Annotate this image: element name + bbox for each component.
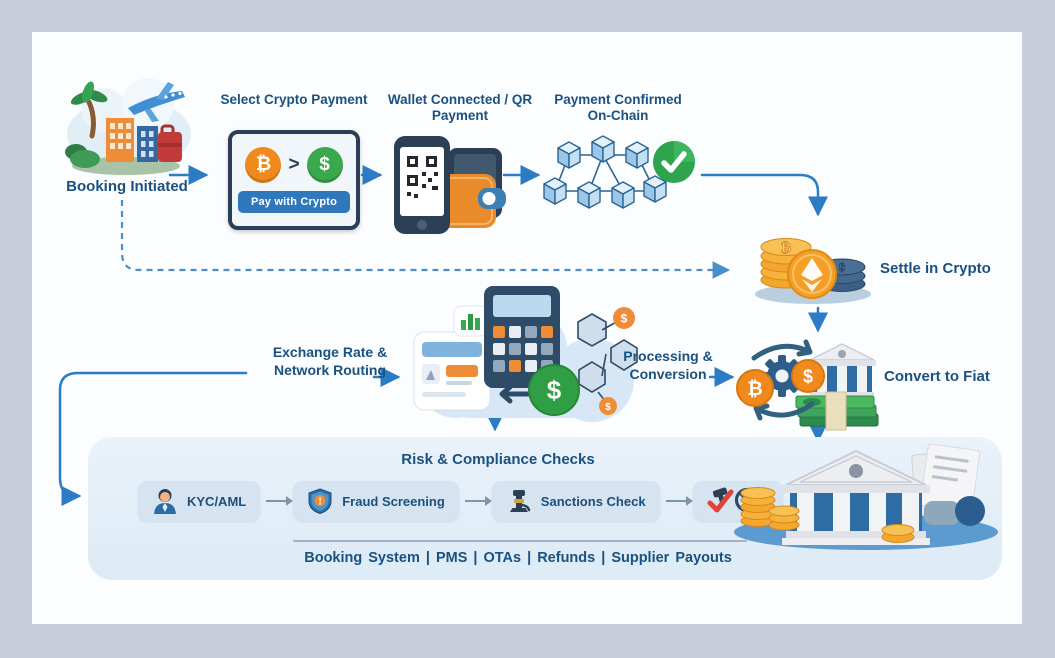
check-icon — [653, 141, 695, 183]
node-dollar-glyph: $ — [621, 312, 628, 326]
bitcoin-coin-icon: ₿ — [736, 369, 774, 407]
processing-label: Processing & Conversion — [623, 348, 713, 382]
crypto-fiat-cycle-icon: ₿ $ — [736, 339, 825, 421]
printer-icon — [924, 501, 960, 525]
dollar-coin-icon: $ — [791, 359, 825, 393]
check-kyc-aml: KYC/AML — [138, 481, 261, 521]
chart-disc-icon — [955, 496, 985, 526]
bitcoin-icon: ₿ — [245, 147, 282, 183]
bitcoin-glyph: ₿ — [747, 379, 762, 400]
hotel-buildings-icon — [106, 118, 158, 162]
node-dollar-glyph-2: $ — [605, 402, 611, 413]
dashboard-card-icon — [413, 331, 491, 411]
arrow-exchange-loop — [58, 371, 248, 506]
gavel-icon — [509, 490, 531, 512]
compliance-title: Risk & Compliance Checks — [401, 451, 595, 468]
convert-to-fiat-label: Convert to Fiat — [884, 368, 990, 385]
plane-icon — [128, 82, 185, 122]
wallet-icon — [438, 148, 506, 228]
travel-illustration — [62, 74, 196, 178]
eth-coin-icon — [787, 249, 837, 299]
check-arrow — [266, 496, 294, 506]
green-dollar-glyph: $ — [547, 375, 562, 405]
check-label: Sanctions Check — [540, 493, 646, 509]
approve-gavel-icon — [707, 487, 734, 513]
bitcoin-glyph: ₿ — [781, 240, 792, 255]
exchange-rate-label: Exchange Rate & Network Routing — [272, 344, 388, 378]
check-label: Fraud Screening — [342, 493, 445, 509]
cash-stack-icon — [795, 391, 879, 431]
suitcase-icon — [158, 124, 182, 162]
crypto-payment-card: ₿ > $ Pay with Crypto — [228, 130, 360, 230]
network-nodes-icon: $ $ — [577, 307, 638, 415]
wallet-heading: Wallet Connected / QR Payment — [387, 92, 533, 123]
coin-stack-right-icon — [881, 524, 915, 543]
phone-qr-wallet-illustration — [390, 132, 506, 236]
person-icon — [154, 489, 176, 514]
shield-icon: ! — [308, 488, 332, 515]
compliance-panel: Risk & Compliance Checks KYC/AML — [88, 437, 1002, 580]
bank-settlement-illustration — [732, 443, 1000, 551]
check-arrow — [464, 496, 492, 506]
diagram-canvas: Booking Initiated Select Crypto Payment … — [32, 32, 1022, 624]
dollar-glyph: $ — [803, 367, 813, 387]
compliance-checks-row: KYC/AML ! Fraud Screening — [138, 481, 783, 521]
cloud-left-arrow — [499, 384, 541, 404]
alert-glyph: ! — [319, 497, 322, 508]
cloud-processing-illustration: $ $ $ — [396, 284, 648, 430]
check-fraud-screening: ! Fraud Screening — [293, 481, 459, 521]
blue-coin-glyph: $ — [839, 262, 845, 274]
panel-divider — [293, 540, 747, 542]
connected-systems-label: Booking System | PMS | OTAs | Refunds | … — [304, 550, 732, 566]
crypto-coins-illustration: ₿ $ — [750, 222, 876, 306]
check-label: KYC/AML — [187, 493, 247, 509]
documents-icon — [911, 443, 981, 516]
convert-to-fiat-illustration: ₿ $ — [734, 336, 886, 434]
booking-initiated-label: Booking Initiated — [66, 178, 188, 195]
select-crypto-heading: Select Crypto Payment — [220, 92, 368, 107]
green-dollar-coin-icon: $ — [528, 364, 580, 416]
check-sanctions: Sanctions Check — [491, 481, 660, 521]
settle-in-crypto-label: Settle in Crypto — [880, 260, 991, 277]
coin-stack-left-icon — [740, 487, 800, 531]
convert-arrow-glyph: > — [288, 154, 300, 175]
palm-tree-icon — [65, 81, 108, 168]
pay-with-crypto-button[interactable]: Pay with Crypto — [237, 191, 351, 213]
confirmed-heading: Payment Confirmed On-Chain — [554, 92, 682, 123]
blockchain-illustration — [543, 134, 696, 224]
mini-chart-icon — [453, 305, 489, 337]
dashed-booking-to-settle — [120, 200, 731, 279]
check-arrow — [665, 496, 693, 506]
dollar-icon: $ — [306, 147, 343, 183]
phone-qr-icon — [394, 136, 450, 234]
arrow-confirmed-to-settle — [700, 173, 828, 217]
